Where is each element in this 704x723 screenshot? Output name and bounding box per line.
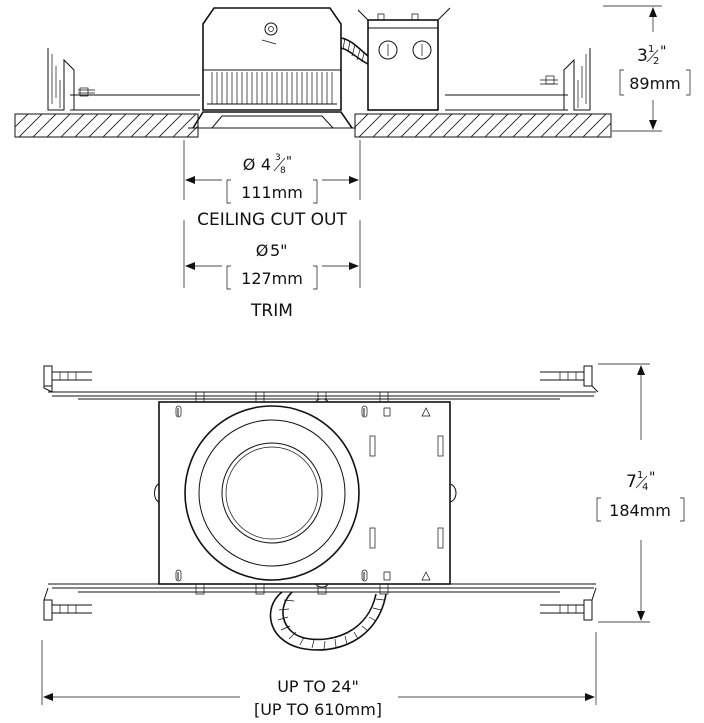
depth-fraction-denominator: 4	[642, 482, 648, 493]
junction-box	[357, 7, 451, 111]
depth-inch-mark: "	[649, 470, 655, 486]
cutout-inch-mark: "	[286, 155, 292, 170]
span-inches: UP TO 24"	[277, 677, 359, 696]
ceiling-section	[14, 113, 612, 138]
depth-fraction-numerator: 1	[637, 470, 643, 481]
top-view	[43, 365, 599, 651]
trim-flange	[188, 111, 356, 129]
right-mounting-bracket	[445, 48, 591, 111]
depth-mm-brackets	[596, 497, 685, 522]
trim-label: TRIM	[250, 301, 293, 321]
cutout-extension-lines	[183, 140, 361, 200]
cutout-diameter-symbol: Ø	[243, 155, 256, 174]
side-view	[14, 7, 612, 288]
upper-bar-hanger	[43, 365, 599, 403]
depth-millimeters: 184mm	[609, 501, 671, 520]
downlight-trim-top	[184, 405, 360, 581]
downlight-housing	[202, 7, 342, 111]
trim-dimension: Ø 5" 127mm TRIM	[185, 241, 359, 321]
lower-bar-hanger	[43, 583, 597, 621]
cutout-fraction-denominator: 8	[280, 166, 286, 176]
mounting-plate	[154, 398, 457, 588]
cutout-inches: 4	[261, 155, 271, 174]
cutout-fraction-bar	[273, 157, 286, 172]
height-millimeters: 89mm	[629, 74, 681, 93]
height-fraction-numerator: 1	[648, 44, 654, 55]
span-dimension: UP TO 24" [UP TO 610mm]	[41, 632, 597, 719]
depth-dimension: 7 1 4 " 184mm	[596, 363, 685, 623]
flex-conduit-side	[340, 37, 369, 65]
cutout-label: CEILING CUT OUT	[197, 210, 347, 230]
depth-inches: 7	[626, 472, 637, 492]
trim-inches: 5"	[270, 241, 288, 260]
cutout-dimension: Ø 4 3 8 " 111mm CEILING CUT OUT	[185, 153, 359, 230]
left-mounting-bracket	[47, 48, 200, 111]
height-inches: 3	[637, 46, 648, 66]
cutout-millimeters: 111mm	[241, 183, 303, 202]
trim-millimeters: 127mm	[241, 269, 303, 288]
height-fraction-bar	[646, 49, 659, 63]
cutout-mm-brackets	[226, 179, 318, 204]
height-dimension: 3 1 2 " 89mm	[603, 5, 691, 132]
height-inch-mark: "	[660, 44, 666, 60]
flex-conduit-top	[269, 591, 387, 651]
trim-mm-brackets	[226, 265, 318, 290]
trim-extension-lines	[183, 220, 361, 288]
cutout-fraction-numerator: 3	[275, 153, 281, 163]
trim-diameter-symbol: Ø	[256, 241, 269, 260]
span-millimeters: [UP TO 610mm]	[254, 700, 382, 719]
depth-fraction-bar	[635, 475, 648, 489]
height-fraction-denominator: 2	[653, 56, 659, 67]
height-mm-brackets	[619, 69, 691, 96]
